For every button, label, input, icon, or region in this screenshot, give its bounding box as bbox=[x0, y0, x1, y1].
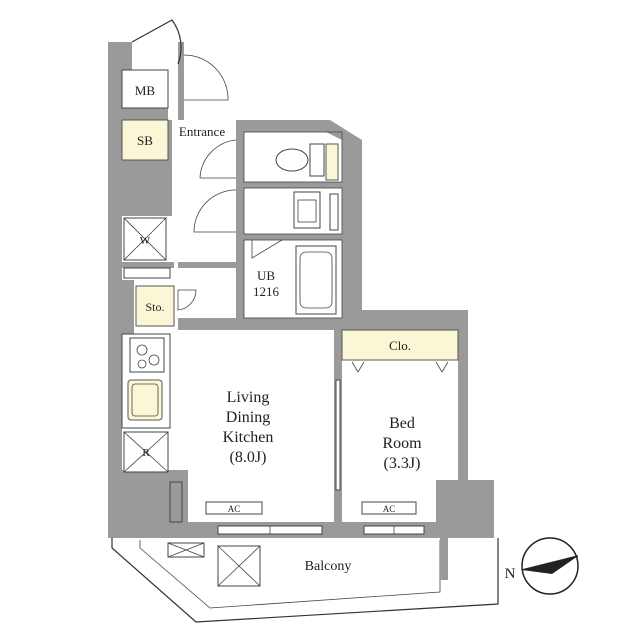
ac-ldk-label: AC bbox=[228, 504, 241, 514]
shoe-box bbox=[121, 119, 169, 161]
toilet-door[interactable] bbox=[199, 139, 237, 179]
toilet-tank bbox=[309, 143, 325, 177]
ub-label: UB bbox=[257, 268, 275, 283]
w-label: W bbox=[140, 235, 151, 247]
balcony-area bbox=[111, 538, 499, 623]
ldk-label-2: Dining bbox=[226, 409, 270, 426]
balcony-label: Balcony bbox=[305, 559, 352, 574]
meter-door[interactable] bbox=[183, 54, 229, 101]
ldk-label-3: Kitchen bbox=[223, 429, 274, 446]
sliding-door[interactable] bbox=[335, 379, 341, 491]
ub-door[interactable] bbox=[251, 239, 283, 259]
bathtub bbox=[295, 245, 337, 315]
sto-label: Sto. bbox=[145, 300, 164, 314]
meter-box bbox=[121, 69, 169, 109]
r-label: R bbox=[142, 447, 150, 459]
entrance-label: Entrance bbox=[179, 124, 225, 139]
kitchen-sink bbox=[127, 379, 163, 421]
unit-bath bbox=[243, 239, 343, 319]
ldk-label-1: Living bbox=[227, 389, 270, 406]
bed-label-1: Bed bbox=[389, 415, 415, 432]
balcony-wall-end bbox=[440, 538, 448, 580]
toilet-storage bbox=[325, 143, 339, 181]
north-label: N bbox=[505, 566, 516, 582]
bed-label-3: (3.3J) bbox=[384, 455, 421, 472]
sb-label: SB bbox=[137, 133, 153, 148]
clo-label: Clo. bbox=[389, 338, 411, 353]
closet bbox=[341, 329, 459, 361]
ub-size-label: 1216 bbox=[253, 284, 280, 299]
ldk-label-4: (8.0J) bbox=[230, 449, 267, 466]
mb-label: MB bbox=[135, 83, 156, 98]
wash-shelf bbox=[329, 193, 339, 231]
wash-door[interactable] bbox=[193, 189, 237, 233]
storage-door[interactable] bbox=[177, 289, 197, 311]
toilet-bowl bbox=[275, 148, 309, 172]
ac-ldk bbox=[205, 501, 263, 515]
washroom bbox=[243, 187, 343, 235]
entrance-door[interactable] bbox=[131, 19, 182, 65]
storage-sto bbox=[135, 285, 175, 327]
bed-label-2: Room bbox=[382, 435, 422, 452]
ac-bed bbox=[361, 501, 417, 515]
toilet-room bbox=[243, 131, 343, 183]
ac-bed-label: AC bbox=[383, 504, 396, 514]
shelf-bar bbox=[123, 267, 171, 279]
north-arrow-icon bbox=[521, 537, 579, 595]
stove bbox=[129, 337, 165, 373]
